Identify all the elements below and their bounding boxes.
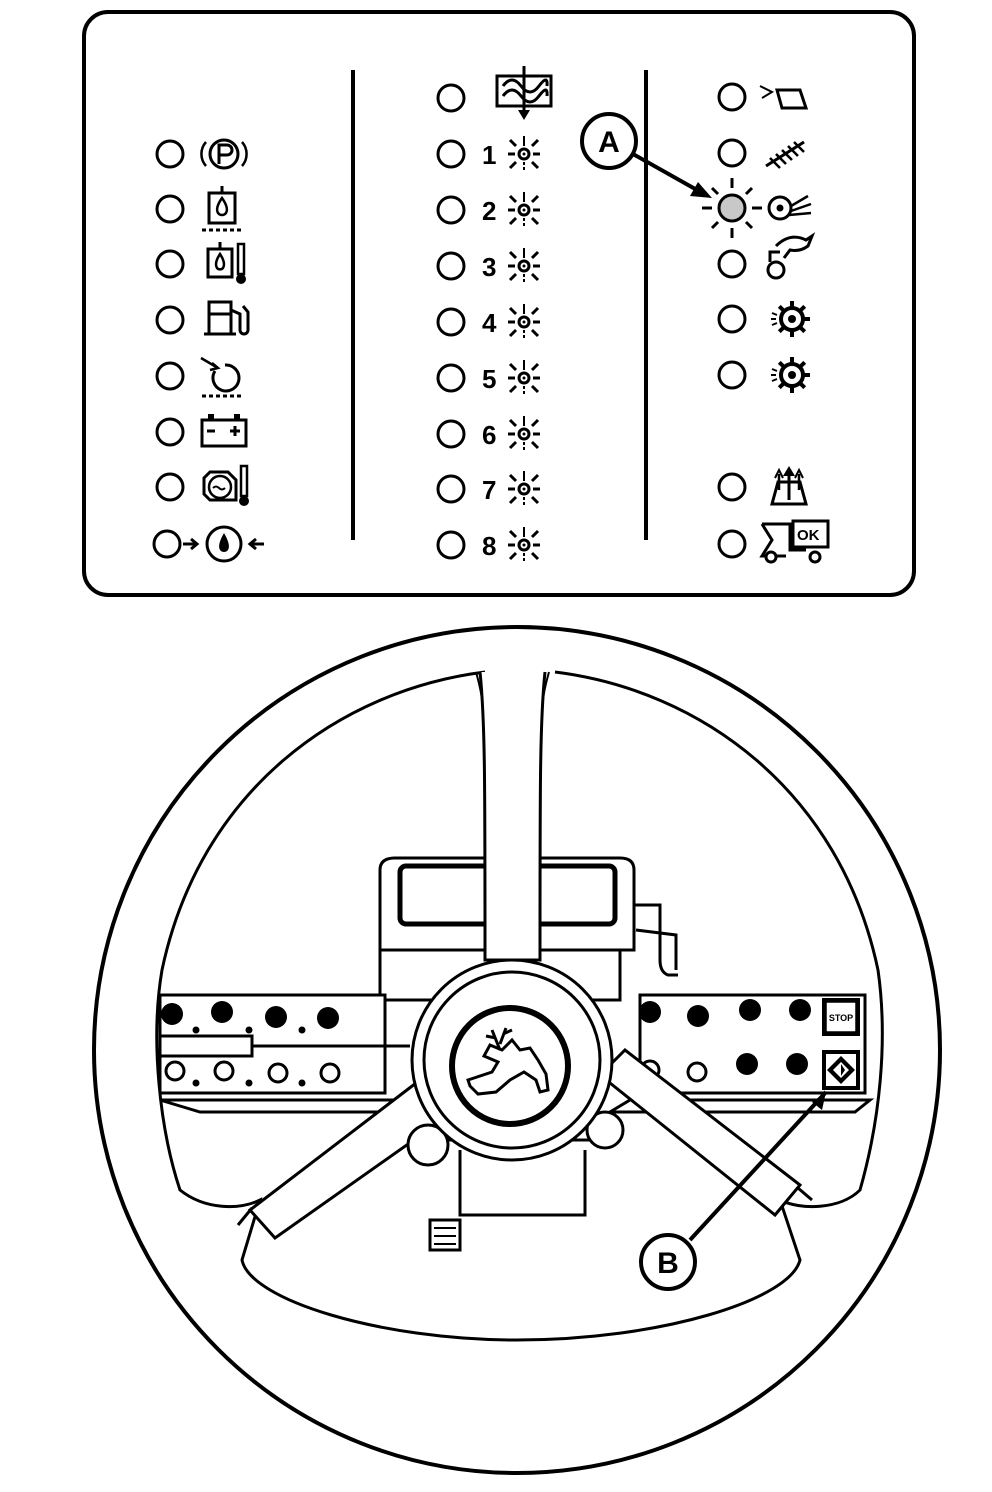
auger-icon: [765, 140, 805, 169]
center-indicator-lights: [436, 83, 466, 560]
indicator-light: [717, 249, 747, 279]
control-knob[interactable]: [686, 1061, 708, 1083]
left-knobs-top: [161, 1001, 339, 1029]
callout-a: A: [580, 112, 712, 198]
indicator-light: [436, 195, 466, 225]
column-housing: [458, 1150, 587, 1217]
indicator-light: [155, 249, 185, 279]
left-indicator-lights: [152, 139, 185, 559]
indicator-light: [717, 472, 747, 502]
steering-wheel-inner-edge: [155, 670, 884, 1342]
control-knob[interactable]: [267, 1062, 289, 1084]
indicator-light: [717, 529, 747, 559]
control-knob[interactable]: [639, 1001, 661, 1023]
indicator-light: [436, 139, 466, 169]
left-screws: [192, 1026, 306, 1087]
console-bracket: [634, 903, 678, 977]
machine-ok-icon: OK: [759, 519, 830, 564]
indicator-light: [155, 139, 185, 169]
indicator-light: [717, 138, 747, 168]
indicator-light: [436, 83, 466, 113]
stop-label: STOP: [829, 1013, 853, 1023]
control-knob[interactable]: [265, 1006, 287, 1028]
right-knobs-top: [639, 999, 811, 1027]
indicator-light: [155, 417, 185, 447]
indicator-light: [155, 361, 185, 391]
indicator-light: [155, 305, 185, 335]
control-knob[interactable]: [161, 1003, 183, 1025]
indicator-light: [152, 529, 182, 559]
fan-indicator-lit: [702, 178, 762, 238]
ok-label: OK: [797, 527, 820, 544]
control-knob[interactable]: [739, 999, 761, 1021]
row-number: 3: [482, 252, 496, 282]
engine-oil-pressure-icon: [183, 525, 264, 563]
indicator-light: [436, 474, 466, 504]
basket-icon: [759, 85, 809, 110]
row-number: 7: [482, 475, 496, 505]
control-knob[interactable]: [687, 1005, 709, 1027]
control-knob[interactable]: [211, 1001, 233, 1023]
fuel-icon: [204, 300, 250, 336]
battery-icon: [200, 414, 248, 448]
indicator-light: [436, 251, 466, 281]
row-unit-numbers: 1 2 3 4 5 6 7 8: [482, 140, 497, 561]
lift-icon: [770, 466, 808, 506]
engine-coolant-temp-icon: [202, 464, 249, 506]
hydraulic-oil-level-icon: [202, 186, 242, 232]
control-knob[interactable]: [789, 999, 811, 1021]
indicator-light: [155, 194, 185, 224]
fan-icon: [767, 194, 812, 221]
indicator-light: [436, 530, 466, 560]
row-number: 5: [482, 364, 496, 394]
control-knob[interactable]: [213, 1060, 235, 1082]
indicator-light: [436, 363, 466, 393]
panel-frame: [82, 10, 916, 597]
callout-a-label: A: [598, 126, 620, 159]
engage-button[interactable]: [822, 1050, 860, 1090]
parking-brake-icon: [200, 138, 248, 170]
indicator-light: [436, 419, 466, 449]
indicator-light: [717, 304, 747, 334]
deer-icon: [466, 1037, 550, 1096]
steering-assembly: STOP B: [92, 625, 942, 1475]
indicator-panel: 1 2 3 4 5 6 7 8: [82, 10, 916, 597]
row-number: 1: [482, 140, 496, 170]
light-rays: [702, 178, 762, 238]
indicator-light: [717, 360, 747, 390]
control-knob[interactable]: [164, 1060, 186, 1082]
indicator-light: [717, 82, 747, 112]
hand-icon: [766, 232, 816, 280]
indicator-light: [155, 472, 185, 502]
callout-b-label: B: [657, 1247, 679, 1280]
row-number: 6: [482, 420, 496, 450]
control-knob[interactable]: [736, 1053, 758, 1075]
hydraulic-oil-temp-icon: [206, 242, 246, 284]
air-filter-icon: [200, 356, 244, 398]
stop-button[interactable]: STOP: [822, 998, 860, 1036]
control-knob[interactable]: [786, 1053, 808, 1075]
row-number: 2: [482, 196, 496, 226]
control-knob[interactable]: [317, 1007, 339, 1029]
callout-b: B: [639, 1090, 828, 1291]
left-knobs-bottom: [164, 1060, 341, 1084]
row-number: 8: [482, 531, 496, 561]
indicator-light-lit: [717, 193, 747, 223]
control-knob[interactable]: [319, 1062, 341, 1084]
header-icon: [495, 66, 553, 120]
indicator-light: [436, 307, 466, 337]
top-spoke: [478, 671, 547, 962]
row-number: 4: [482, 308, 497, 338]
right-indicator-lights: [717, 82, 747, 559]
